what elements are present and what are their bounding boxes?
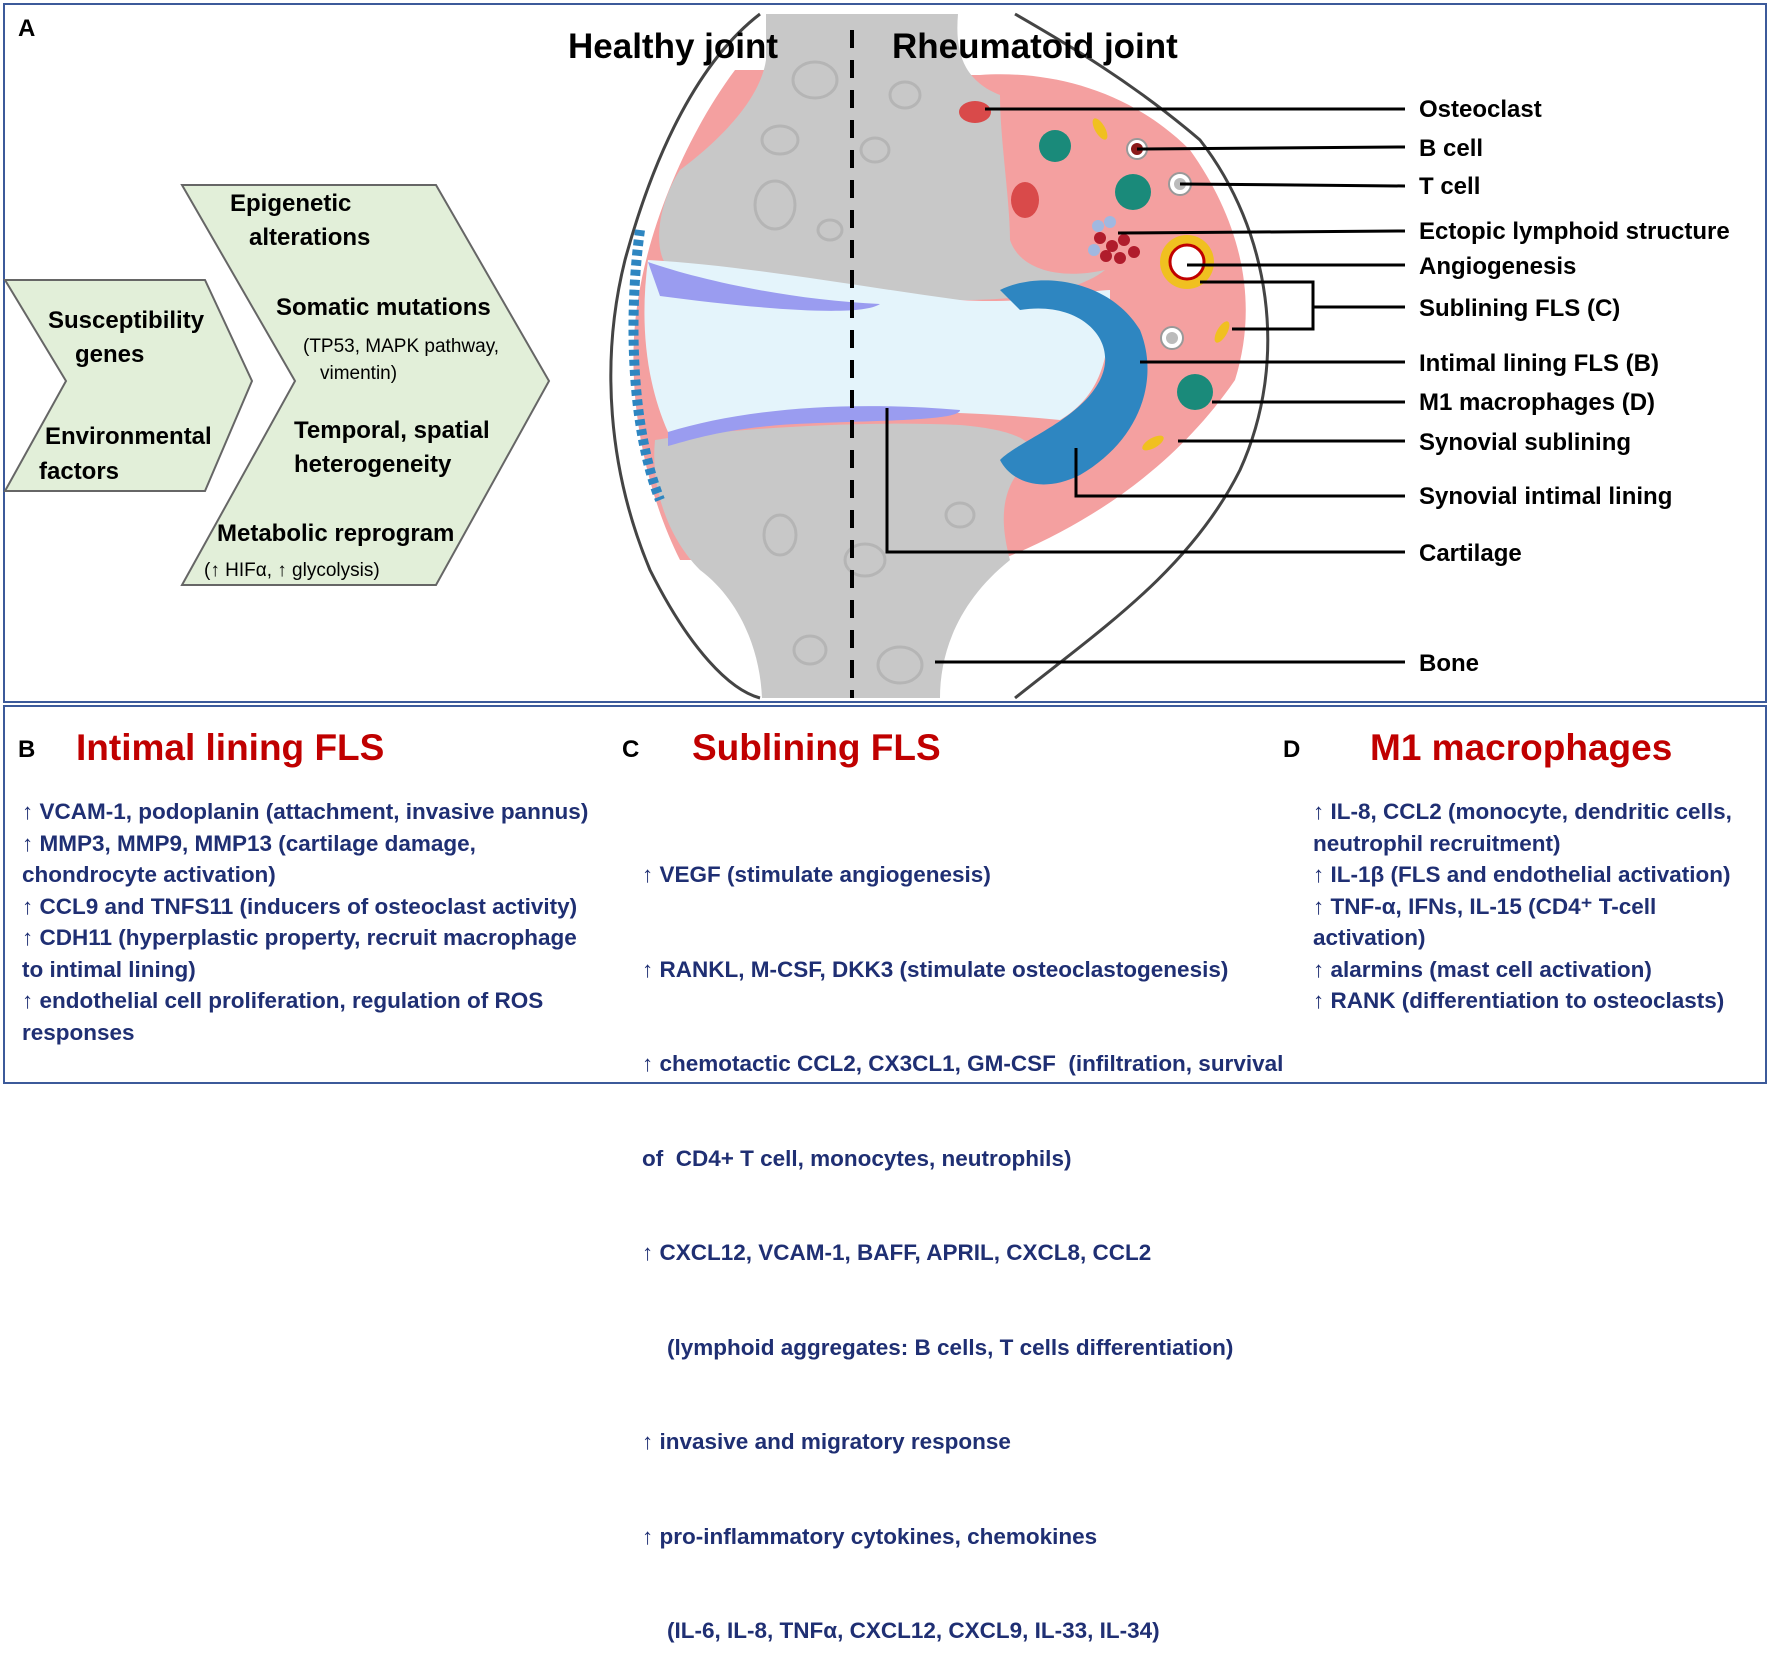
list-item: ↑ endothelial cell proliferation, regula… [22, 988, 544, 1013]
susceptibility-text: Susceptibility [48, 307, 205, 334]
list-item: activation) [1313, 925, 1426, 950]
upper-cartilage [648, 262, 880, 311]
list-item: ↑ RANK (differentiation to osteoclasts) [1313, 988, 1725, 1013]
intimal-lining-list: ↑ VCAM-1, podoplanin (attachment, invasi… [22, 796, 622, 1048]
macrophage-cell [1039, 130, 1071, 162]
list-item: neutrophil recruitment) [1313, 830, 1561, 856]
list-item: ↑ VEGF (stimulate angiogenesis) [642, 862, 991, 887]
panel-bcd [3, 705, 1767, 1084]
list-item: ↑ pro-inflammatory cytokines, chemokines [642, 1523, 1098, 1549]
metabolic-text: Metabolic reprogram [217, 520, 454, 547]
label-ectopic-lymphoid: Ectopic lymphoid structure [1419, 218, 1730, 245]
capsule-left [609, 12, 761, 700]
sublining-fls [1092, 118, 1108, 140]
m1-macrophage-cell [1177, 374, 1213, 410]
genes-text: genes [75, 341, 144, 368]
panel-b-letter: B [18, 736, 36, 763]
susceptibility-arrow [3, 279, 254, 492]
label-t-cell: T cell [1419, 173, 1480, 200]
label-bone: Bone [1419, 650, 1479, 677]
temporal-text: Temporal, spatial [294, 417, 490, 444]
list-item: (lymphoid aggregates: B cells, T cells d… [642, 1334, 1234, 1360]
capsule-right [1014, 12, 1270, 700]
list-item: to intimal lining) [22, 956, 196, 982]
panel-a-letter: A [18, 15, 35, 42]
list-item: ↑ TNF-α, IFNs, IL-15 (CD4⁺ T-cell [1313, 893, 1657, 919]
label-synovial-intimal: Synovial intimal lining [1419, 483, 1672, 510]
leader-lines [885, 107, 1406, 664]
list-item: (IL-6, IL-8, TNFα, CXCL12, CXCL9, IL-33,… [642, 1618, 1160, 1643]
list-item: of CD4+ T cell, monocytes, neutrophils) [642, 1145, 1072, 1171]
epigenetic-text: Epigenetic [230, 190, 351, 217]
heterogeneity-text: heterogeneity [294, 451, 452, 478]
list-item: ↑ invasive and migratory response [642, 1429, 1011, 1454]
environmental-text: Environmental [45, 423, 212, 450]
list-item: ↑ IL-1β (FLS and endothelial activation) [1313, 862, 1731, 887]
list-item: ↑ VCAM-1, podoplanin (attachment, invasi… [22, 799, 589, 824]
label-cartilage: Cartilage [1419, 540, 1522, 567]
ectopic-lymphoid-cluster [1094, 232, 1140, 264]
healthy-joint-label: Healthy joint [568, 27, 778, 66]
list-item: chondrocyte activation) [22, 862, 276, 887]
healthy-lining [628, 229, 665, 502]
list-item: ↑ MMP3, MMP9, MMP13 (cartilage damage, [22, 830, 476, 856]
pathogenesis-arrow [180, 184, 551, 586]
sublining-fls-3 [1142, 435, 1164, 451]
m1-macrophages-list: ↑ IL-8, CCL2 (monocyte, dendritic cells,… [1313, 796, 1763, 1017]
osteoclast-cell [959, 101, 991, 123]
list-item: ↑ chemotactic CCL2, CX3CL1, GM-CSF (infi… [642, 1051, 1284, 1076]
label-m1-macrophages: M1 macrophages (D) [1419, 389, 1655, 416]
list-item: responses [22, 1019, 135, 1045]
macrophage-cell-2 [1115, 174, 1151, 210]
somatic-detail-1: (TP53, MAPK pathway, [303, 336, 499, 357]
lymphoid-b-cells [1088, 216, 1116, 256]
intimal-lining-pannus [1000, 280, 1148, 485]
label-b-cell: B cell [1419, 135, 1483, 162]
label-angiogenesis: Angiogenesis [1419, 253, 1576, 280]
joint-diagram: A Susceptibility genes Environmental fac… [3, 12, 1730, 700]
label-sublining-fls: Sublining FLS (C) [1419, 295, 1620, 322]
osteoclast-cell-2 [1011, 182, 1039, 218]
sublining-fls-list: ↑ VEGF (stimulate angiogenesis) ↑ RANKL,… [642, 796, 1302, 1678]
lower-bone [654, 423, 1032, 698]
label-osteoclast: Osteoclast [1419, 96, 1542, 123]
list-item: ↑ CXCL12, VCAM-1, BAFF, APRIL, CXCL8, CC… [642, 1240, 1152, 1265]
list-item: ↑ RANKL, M-CSF, DKK3 (stimulate osteocla… [642, 956, 1229, 982]
cells [959, 101, 1230, 451]
metabolic-detail: (↑ HIFα, ↑ glycolysis) [204, 560, 380, 581]
list-item: ↑ CCL9 and TNFS11 (inducers of osteoclas… [22, 893, 578, 919]
panel-c-letter: C [622, 736, 640, 763]
list-item: ↑ alarmins (mast cell activation) [1313, 956, 1652, 982]
sublining-fls-title: Sublining FLS [692, 727, 941, 768]
label-intimal-lining-fls: Intimal lining FLS (B) [1419, 350, 1659, 377]
list-item: ↑ IL-8, CCL2 (monocyte, dendritic cells, [1313, 799, 1732, 824]
sublining-fls-2 [1214, 321, 1230, 343]
bone-texture [753, 60, 976, 685]
rheumatoid-joint-label: Rheumatoid joint [892, 27, 1178, 66]
factors-text: factors [39, 458, 119, 485]
panel-a [3, 3, 1767, 703]
list-item: ↑ CDH11 (hyperplastic property, recruit … [22, 925, 577, 950]
label-synovial-sublining: Synovial sublining [1419, 429, 1631, 456]
alterations-text: alterations [249, 224, 370, 251]
m1-macrophages-title: M1 macrophages [1370, 727, 1673, 768]
intimal-lining-title: Intimal lining FLS [76, 727, 385, 768]
somatic-mutations-text: Somatic mutations [276, 294, 491, 321]
panel-d-letter: D [1283, 736, 1301, 763]
somatic-detail-2: vimentin) [320, 363, 397, 384]
